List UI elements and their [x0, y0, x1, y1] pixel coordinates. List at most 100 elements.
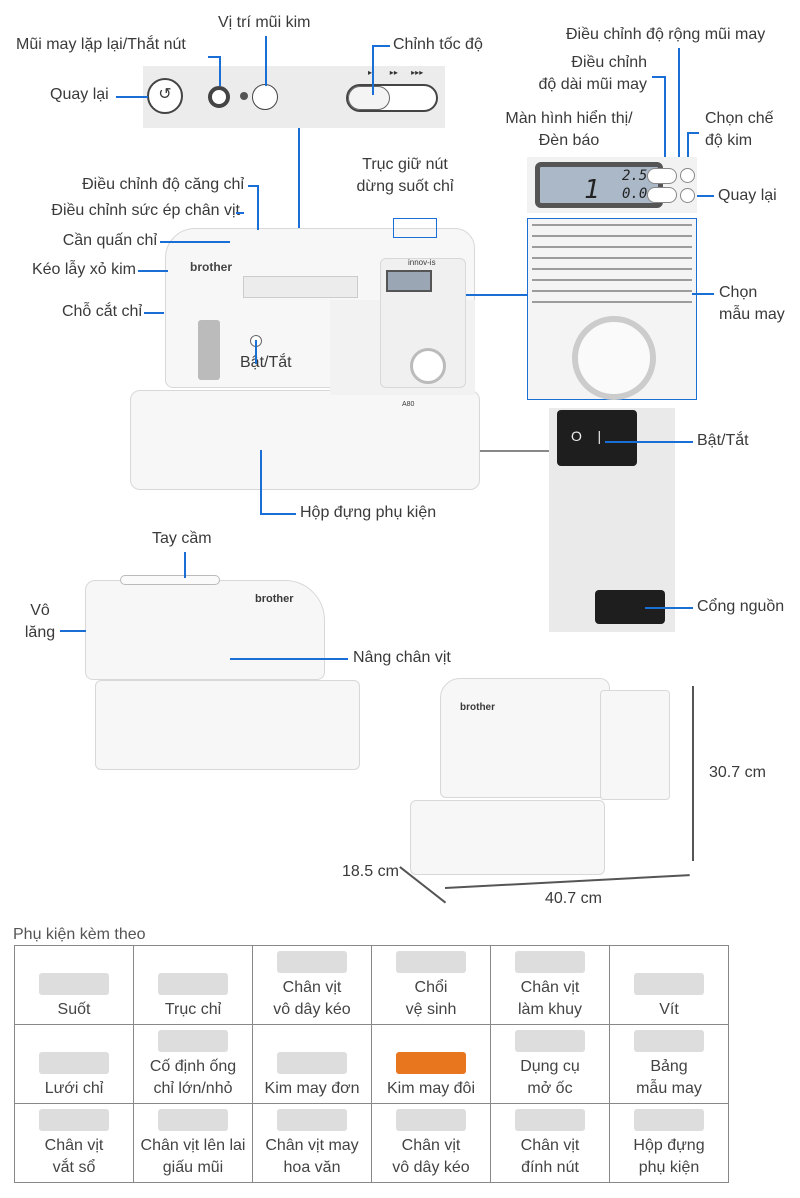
dim-front-panel — [600, 690, 670, 800]
leader-line — [138, 270, 168, 272]
accessory-item: Chân vịt lên lai giấu mũi — [133, 1103, 253, 1183]
display-line1: Màn hình hiển thị/ — [505, 110, 633, 127]
length-line1: Điều chỉnh — [571, 54, 647, 71]
sewing-machine-base — [130, 390, 480, 490]
dim-brand-logo: brother — [460, 702, 495, 713]
needle-mode-line1: Chọn chế — [705, 110, 774, 127]
accessory-label: Chân vịt — [44, 1137, 104, 1154]
label-speed: Chỉnh tốc độ — [393, 36, 483, 53]
accessory-label: Lưới chỉ — [44, 1080, 104, 1097]
leader-line — [265, 36, 267, 86]
spool-line2: dừng suốt chỉ — [356, 178, 454, 195]
leader-line — [298, 128, 300, 280]
leader-line — [480, 450, 549, 452]
dimension-line-width — [444, 874, 690, 889]
leader-line — [466, 294, 528, 296]
accessory-label: Kim may đôi — [386, 1080, 476, 1097]
leader-line — [372, 45, 390, 47]
accessory-label: giấu mũi — [162, 1159, 224, 1176]
accessory-label: vô dây kéo — [273, 1001, 351, 1018]
label-height: 30.7 cm — [709, 764, 766, 781]
label-handle: Tay cầm — [152, 530, 212, 547]
accessory-label: làm khuy — [517, 1001, 583, 1018]
leader-line — [248, 185, 258, 187]
stitch-pattern-chart — [532, 222, 692, 310]
accessory-item: Kim may đơn — [252, 1024, 372, 1104]
leader-line — [184, 552, 186, 578]
label-needle-position: Vị trí mũi kim — [218, 14, 311, 31]
accessory-item: Bảng mẫu may — [609, 1024, 729, 1104]
leader-line — [257, 185, 259, 230]
label-reverse-stitch: Mũi may lặp lại/Thắt nút — [16, 36, 186, 53]
accessory-image — [515, 1030, 585, 1052]
accessory-item: Vít — [609, 945, 729, 1025]
accessory-item: Cố định ống chỉ lớn/nhỏ — [133, 1024, 253, 1104]
accessory-label: Hộp đựng — [633, 1137, 705, 1154]
needle-position-button — [252, 84, 278, 110]
mini-dial — [410, 348, 446, 384]
label-power-port: Cổng nguồn — [697, 598, 785, 615]
dim-machine-base — [410, 800, 605, 875]
label-power-switch: Bật/Tắt — [697, 432, 749, 449]
accessory-label: mẫu may — [636, 1080, 702, 1097]
leader-line — [116, 96, 148, 98]
accessory-item: Trục chỉ — [133, 945, 253, 1025]
accessory-label: mở ốc — [527, 1080, 573, 1097]
reverse-stitch-button — [208, 86, 230, 108]
accessory-label: đính nút — [521, 1159, 579, 1176]
side-machine-base — [95, 680, 360, 770]
accessory-label: Chân vịt lên lai — [140, 1137, 246, 1154]
label-back-left: Quay lại — [50, 86, 109, 103]
wheel-line1: Vô — [30, 602, 50, 619]
leader-line — [664, 76, 666, 171]
accessory-label: Chân vịt — [401, 1137, 461, 1154]
accessory-item: Lưới chỉ — [14, 1024, 134, 1104]
accessory-image — [634, 1030, 704, 1052]
leader-line — [605, 441, 693, 443]
accessory-image — [39, 973, 109, 995]
leader-line — [260, 450, 262, 513]
leader-line — [645, 607, 693, 609]
accessory-item: Suốt — [14, 945, 134, 1025]
leader-line — [60, 630, 86, 632]
accessory-label: Cố định ống — [149, 1058, 237, 1075]
accessory-label: Bảng — [650, 1058, 688, 1075]
leader-line — [652, 76, 664, 78]
accessory-image — [396, 1052, 466, 1074]
leader-line — [255, 340, 257, 364]
accessory-image — [277, 1109, 347, 1131]
dimension-line-height — [692, 686, 694, 861]
label-accessory-case: Hộp đựng phụ kiện — [300, 504, 437, 521]
speed-knob — [348, 86, 390, 110]
reverse-button: ↺ — [147, 78, 183, 114]
accessory-image — [158, 1109, 228, 1131]
accessory-label: chỉ lớn/nhỏ — [153, 1080, 233, 1097]
length-line2: độ dài mũi may — [538, 76, 648, 93]
accessory-image — [515, 951, 585, 973]
label-thread-cutter: Chỗ cắt chỉ — [61, 303, 142, 320]
needle-mode-line2: độ kim — [705, 132, 753, 149]
accessory-label: hoa văn — [283, 1159, 341, 1176]
accessory-image — [515, 1109, 585, 1131]
label-display: Màn hình hiển thị/Đèn báo — [494, 108, 644, 152]
label-width: 40.7 cm — [545, 890, 602, 907]
lcd-length: 2.5 — [622, 168, 648, 184]
side-machine-body — [85, 580, 325, 680]
label-back-right: Quay lại — [718, 187, 777, 204]
accessory-image — [158, 973, 228, 995]
label-handwheel: Vô lăng — [22, 600, 58, 644]
accessory-label: vô dây kéo — [392, 1159, 470, 1176]
stitch-width-button — [647, 187, 677, 203]
wheel-line2: lăng — [24, 624, 56, 641]
stitch-length-button — [647, 168, 677, 184]
label-stitch-width: Điều chỉnh độ rộng mũi may — [566, 26, 766, 43]
leader-line — [236, 212, 244, 214]
lcd-pattern-number: 1 — [584, 175, 600, 205]
